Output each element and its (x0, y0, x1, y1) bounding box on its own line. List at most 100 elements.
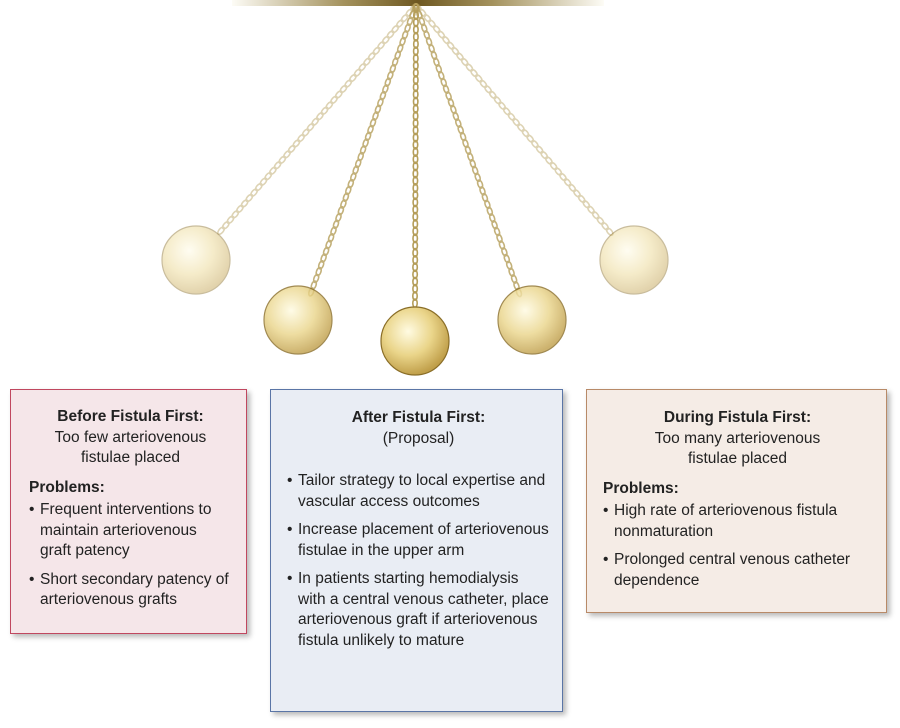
chain-link (412, 125, 419, 136)
chain-link (325, 101, 334, 110)
chain-link (503, 253, 511, 264)
chain-link (240, 199, 249, 208)
chain-link (412, 111, 419, 121)
chain-link (530, 139, 539, 149)
chain-link (412, 60, 419, 71)
chain-link (320, 106, 329, 116)
chain-link (596, 216, 605, 225)
chain-link (412, 46, 419, 57)
chain-link (358, 62, 367, 72)
pendulum-ball-far-left (161, 225, 231, 295)
after-fistula-first-panel: After Fistula First: (Proposal) Tailor s… (270, 389, 563, 712)
chain-link (349, 172, 357, 182)
chain-link (377, 41, 386, 50)
chain-link (423, 30, 431, 40)
chain-link (412, 82, 419, 93)
chain-link (460, 57, 469, 67)
chain-link (501, 247, 508, 257)
pendulum-ball-center (380, 306, 450, 376)
chain-link (382, 84, 389, 94)
chain-link (362, 57, 372, 67)
chain-link (469, 158, 477, 169)
chain-link (479, 79, 488, 89)
chain-link (412, 247, 419, 258)
chain-link (442, 84, 450, 95)
chain-link (440, 77, 448, 88)
during-problems-label: Problems: (603, 479, 679, 497)
chain-link (340, 199, 347, 209)
chain-link (278, 155, 287, 165)
list-item: In patients starting hemodialysis with a… (287, 569, 550, 651)
chain-link (425, 36, 433, 47)
chain-link (510, 274, 518, 284)
chain-link (508, 267, 515, 278)
chain-link (459, 131, 467, 142)
chain-link (454, 118, 462, 128)
chain-link (412, 39, 419, 49)
chain-link (335, 212, 342, 223)
chain-link (412, 204, 419, 215)
chain-link (412, 17, 419, 28)
chain-link (512, 117, 521, 127)
chain-link (502, 107, 511, 116)
chain-link (367, 124, 374, 135)
chain-link (399, 36, 406, 47)
chain-link (412, 161, 419, 172)
chain-link (412, 240, 419, 251)
chain-link (364, 131, 372, 142)
chain-link (381, 35, 390, 45)
chain-link (344, 185, 352, 196)
chain-link (445, 91, 452, 101)
chain-link (395, 19, 404, 28)
chain-link (505, 260, 513, 271)
during-fistula-first-panel: During Fistula First: Too many arteriove… (586, 389, 887, 613)
pendulum-illustration (161, 0, 669, 376)
chain-link (412, 103, 419, 114)
chain-link (411, 291, 419, 301)
chain-link (457, 124, 465, 135)
chain-link (451, 46, 460, 56)
before-fistula-first-panel: Before Fistula First: Too few arterioven… (10, 389, 247, 634)
pendulum-chain (411, 3, 420, 309)
chain-link (412, 67, 419, 78)
chain-link (549, 161, 558, 171)
chain-link (245, 193, 254, 203)
chain-link (330, 226, 337, 236)
pendulum-ball-right (497, 285, 567, 355)
chain-link (416, 9, 423, 20)
chain-link (591, 211, 600, 220)
chain-link (471, 165, 479, 176)
chain-link (312, 273, 320, 284)
chain-link (344, 79, 353, 88)
chain-link (488, 213, 496, 223)
chain-link (412, 96, 419, 107)
chain-link (488, 90, 497, 100)
chain-link (292, 139, 301, 148)
chain-link (394, 50, 402, 61)
pendulum-ball-left (263, 285, 333, 355)
pendulum-chain (413, 3, 614, 236)
chain-link (217, 226, 226, 235)
after-proposal-list: Tailor strategy to local expertise and v… (287, 471, 550, 651)
chain-link (484, 199, 491, 210)
chain-link (516, 123, 525, 132)
chain-link (412, 183, 419, 193)
chain-link (412, 219, 419, 229)
chain-link (446, 41, 455, 50)
chain-link (264, 171, 273, 181)
chain-link (273, 161, 282, 170)
chain-link (311, 117, 320, 126)
chain-link (544, 156, 553, 165)
chain-link (377, 97, 384, 108)
chain-link (521, 128, 530, 138)
chain-link (437, 30, 446, 39)
chain-link (367, 52, 376, 61)
chain-link (327, 232, 335, 243)
before-panel-subtitle-line: fistulae placed (80, 449, 181, 466)
chain-link (268, 166, 277, 176)
chain-link (465, 63, 474, 72)
chain-link (337, 205, 345, 216)
chain-link (412, 89, 419, 100)
chain-link (577, 194, 586, 204)
chain-link (418, 8, 427, 18)
